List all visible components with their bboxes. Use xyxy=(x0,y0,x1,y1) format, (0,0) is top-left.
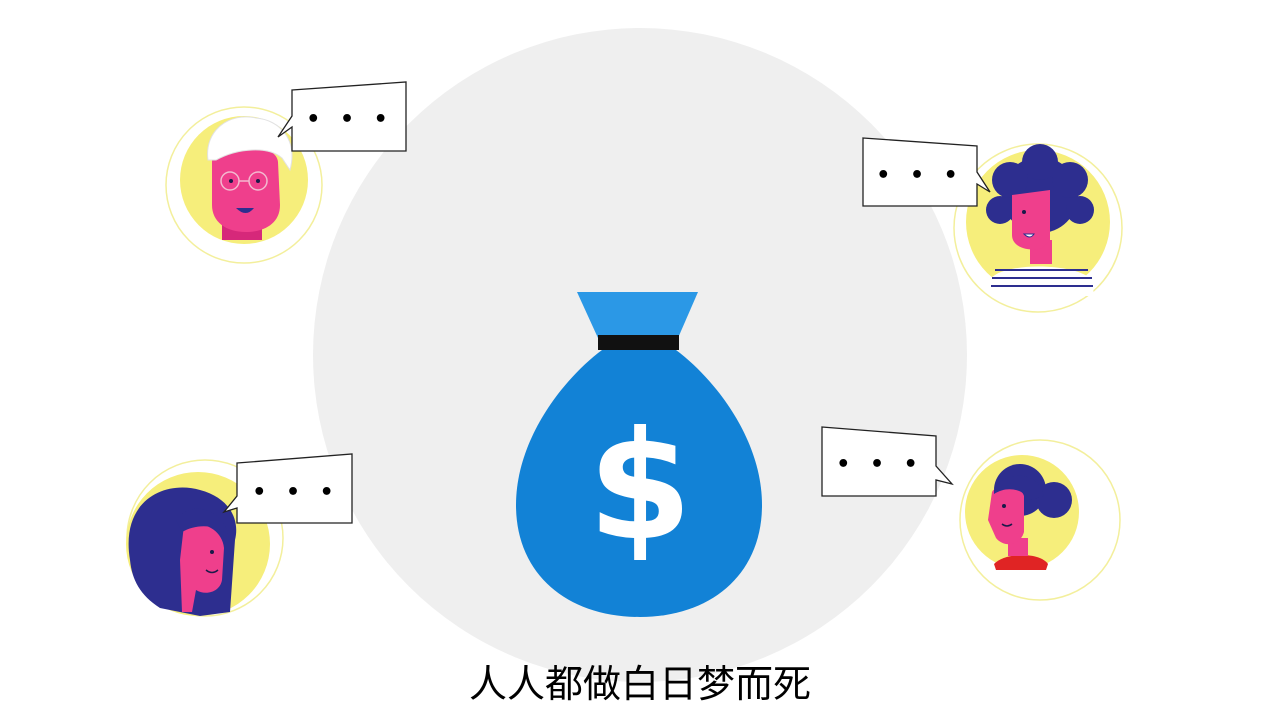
avatar-hair-fringe xyxy=(994,475,1044,500)
avatar-hair-fringe xyxy=(176,508,228,534)
speech-bubble: • • • xyxy=(277,81,407,152)
avatar-eye xyxy=(1002,504,1006,508)
avatar-face xyxy=(180,523,224,612)
avatar-face xyxy=(1012,190,1050,250)
avatar-shirt xyxy=(990,266,1094,296)
avatar-mouth xyxy=(236,208,254,213)
avatar-mouth xyxy=(1022,233,1035,238)
avatar-eye-left xyxy=(229,179,233,183)
avatar-eye xyxy=(1022,210,1026,214)
speech-bubble-shape xyxy=(862,137,991,207)
avatar-hair xyxy=(207,116,293,172)
money-bag-icon: $ xyxy=(516,292,762,617)
speech-bubble-text: • • • xyxy=(836,452,924,477)
avatar-old-man xyxy=(165,106,323,264)
money-bag-top xyxy=(577,292,698,338)
speech-bubble: • • • xyxy=(821,426,954,497)
money-bag-body xyxy=(516,350,762,617)
speech-bubble-text: • • • xyxy=(306,107,394,132)
money-bag-tie xyxy=(598,335,679,350)
dollar-sign: $ xyxy=(588,400,692,574)
speech-bubble-shape xyxy=(821,426,954,497)
avatar-outer-ring xyxy=(165,106,323,264)
speech-bubble: • • • xyxy=(222,453,353,524)
speech-bubble: • • • xyxy=(862,137,991,207)
avatar-mouth xyxy=(1001,523,1013,527)
avatar-face xyxy=(988,486,1024,545)
caption-text: 人人都做白日梦而死 xyxy=(468,662,811,706)
speech-bubble-shape xyxy=(277,81,407,152)
avatar-bun-hair-woman xyxy=(959,439,1121,601)
avatar-eye-right xyxy=(256,179,260,183)
speech-bubble-text: • • • xyxy=(252,480,340,505)
avatar-curly-hair-woman xyxy=(953,143,1123,313)
speech-bubble-text: • • • xyxy=(876,163,964,188)
avatar-face xyxy=(212,145,280,232)
avatar-eye xyxy=(210,550,214,554)
avatar-outer-ring xyxy=(959,439,1121,601)
speech-bubble-shape xyxy=(222,453,353,524)
avatar-shirt xyxy=(994,555,1048,570)
shirt-stripes xyxy=(991,269,1093,287)
avatar-mouth xyxy=(205,569,219,574)
avatar-outer-ring xyxy=(953,143,1123,313)
avatar-long-hair-woman xyxy=(126,459,284,617)
